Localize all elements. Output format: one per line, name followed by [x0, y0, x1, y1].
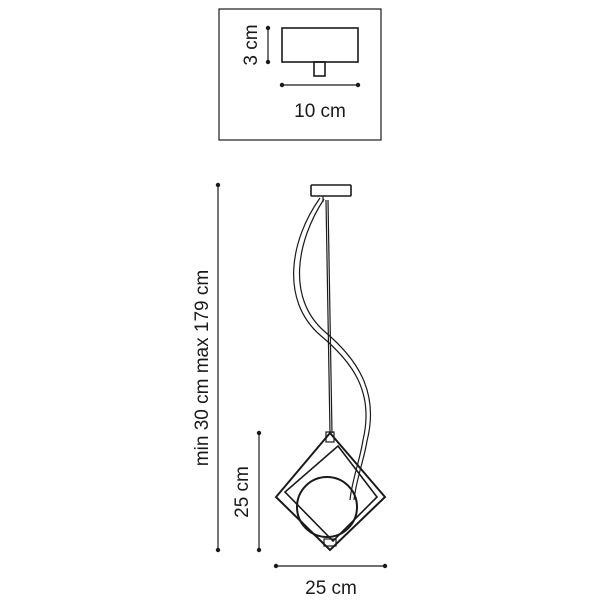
total-height-dim-end-top [215, 182, 221, 188]
shade-height-dim-end-top [256, 430, 262, 436]
power-cable [293, 197, 367, 501]
shade-width-dim-end-right [382, 563, 388, 569]
bottom-fitting [323, 538, 337, 547]
inset-height-dim-end-bottom [265, 59, 271, 65]
total-height-label: min 30 cm max 179 cm [192, 270, 213, 466]
total-height-dim-end-bottom [215, 547, 221, 553]
inner-diamond-frame [283, 444, 379, 543]
total-height-dimension: min 30 cm max 179 cm [192, 182, 221, 553]
inset-width-dim-end-left [279, 82, 285, 88]
power-cable-inner [298, 198, 372, 501]
socket [325, 431, 335, 443]
ceiling-canopy [310, 184, 352, 197]
inset-width-label: 10 cm [294, 101, 346, 122]
shade-width-label: 25 cm [305, 578, 357, 599]
pendant-lamp [274, 184, 387, 552]
suspension-wire-inner [327, 199, 333, 434]
shade-width-dim-end-left [273, 563, 279, 569]
inset-width-dim-end-right [355, 82, 361, 88]
inset-height-dim-end-top [265, 25, 271, 31]
suspension-wire [325, 199, 331, 434]
shade-height-dim-end-bottom [256, 547, 262, 553]
outer-diamond-frame [274, 431, 387, 552]
canopy-detail-inset: 3 cm 10 cm [218, 8, 382, 141]
shade-height-label: 25 cm [232, 466, 253, 518]
inset-height-label: 3 cm [241, 24, 262, 65]
inset-frame [218, 8, 382, 141]
shade-width-dimension: 25 cm [273, 563, 388, 599]
canopy-body [281, 27, 359, 63]
glass-globe [296, 476, 358, 538]
shade-height-dimension: 25 cm [232, 430, 262, 553]
canopy-stem [313, 61, 326, 77]
